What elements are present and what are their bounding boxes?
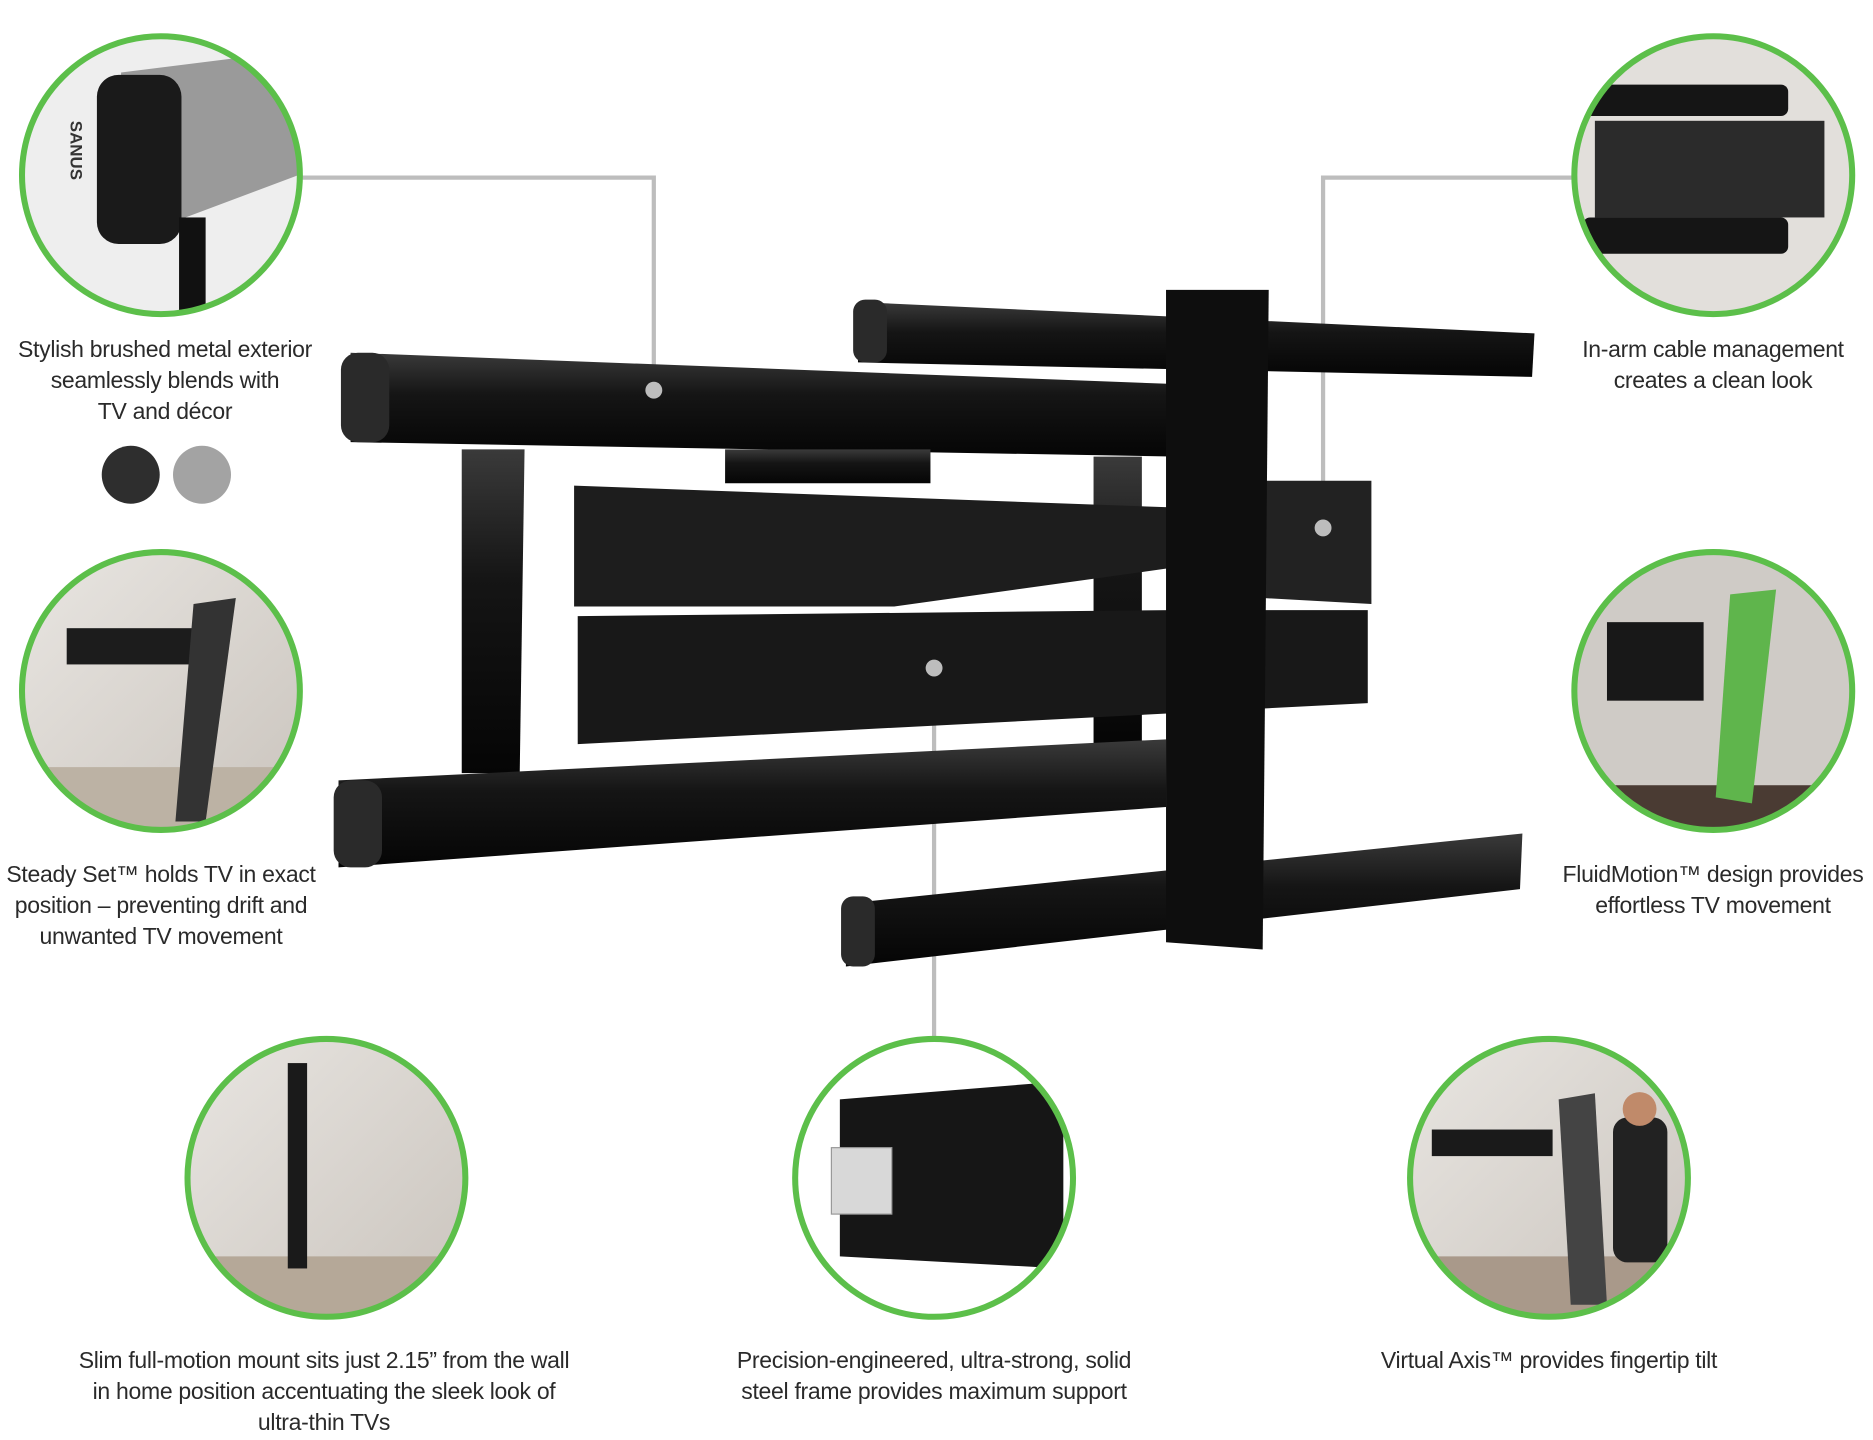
caption-fluidmotion: FluidMotion™ design provides effortless …: [1563, 859, 1864, 921]
caption-slim-profile: Slim full-motion mount sits just 2.15” f…: [79, 1345, 570, 1438]
ring-slim-profile: [184, 1035, 469, 1320]
ring-brushed-metal: [18, 33, 303, 318]
caption-line: FluidMotion™ design provides: [1562, 861, 1864, 887]
ring-virtual-axis: [1407, 1035, 1691, 1320]
leader-line-cable: [1320, 175, 1574, 528]
caption-steady-set: Steady Set™ holds TV in exact position –…: [6, 859, 316, 952]
caption-line: Precision-engineered, ultra-strong, soli…: [736, 1347, 1132, 1373]
leader-lines: [299, 175, 1574, 1039]
feature-image-steel-frame: [795, 1038, 1074, 1317]
caption-line: creates a clean look: [1613, 367, 1813, 393]
caption-line: TV and décor: [97, 398, 233, 424]
feature-image-slim-profile: [187, 1038, 466, 1317]
caption-line: position – preventing drift and: [14, 892, 308, 918]
caption-steel-frame: Precision-engineered, ultra-strong, soli…: [736, 1345, 1132, 1407]
caption-line: in home position accentuating the sleek …: [92, 1378, 556, 1404]
ring-cable: [1571, 33, 1856, 318]
caption-line: Steady Set™ holds TV in exact: [6, 861, 316, 887]
caption-line: unwanted TV movement: [39, 923, 283, 949]
caption-line: effortless TV movement: [1595, 892, 1831, 918]
caption-line: steel frame provides maximum support: [741, 1378, 1127, 1404]
feature-rings: [18, 33, 1856, 1320]
caption-line: Slim full-motion mount sits just 2.15” f…: [78, 1347, 570, 1373]
sanus-logo: SANUS: [66, 121, 85, 180]
leader-line-brushed-metal: [299, 175, 656, 391]
caption-line: Stylish brushed metal exterior: [18, 336, 312, 362]
finish-swatch-silver: [173, 445, 231, 504]
caption-cable-management: In-arm cable management creates a clean …: [1582, 334, 1844, 396]
caption-brushed-metal: Stylish brushed metal exterior seamlessl…: [18, 334, 312, 427]
caption-virtual-axis: Virtual Axis™ provides fingertip tilt: [1381, 1345, 1717, 1376]
ring-steel-frame: [792, 1035, 1077, 1320]
caption-line: Virtual Axis™ provides fingertip tilt: [1380, 1347, 1718, 1373]
feature-image-cable: [1574, 36, 1853, 315]
ring-steady-set: [18, 549, 303, 833]
tv-mount: [333, 289, 1535, 967]
caption-line: ultra-thin TVs: [257, 1409, 391, 1435]
finish-swatch-black: [101, 445, 160, 504]
feature-image-virtual-axis: [1410, 1038, 1688, 1317]
feature-image-brushed-metal: SANUS: [22, 36, 300, 315]
ring-fluidmotion: [1571, 549, 1856, 833]
feature-image-fluidmotion: [1574, 552, 1853, 830]
caption-line: seamlessly blends with: [50, 367, 280, 393]
caption-line: In-arm cable management: [1582, 336, 1844, 362]
